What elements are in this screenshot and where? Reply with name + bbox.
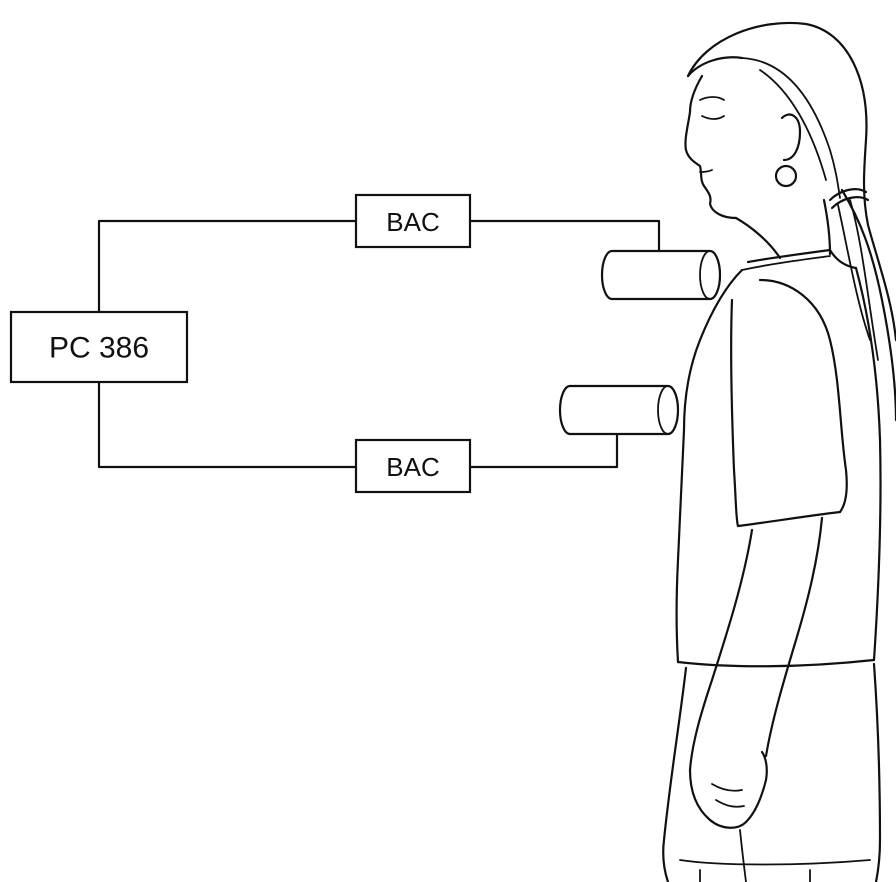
bac-label-upper: BAC (386, 207, 439, 237)
wiring (97, 219, 661, 469)
bac-node-lower: BAC (354, 438, 472, 494)
bac-box-upper (354, 193, 472, 249)
bac-label-lower: BAC (386, 452, 439, 482)
sensor-icon (558, 384, 680, 436)
pc-box (9, 310, 189, 384)
standing-woman-profile-icon (662, 21, 896, 882)
bac-node-upper: BAC (354, 193, 472, 249)
pc-node: PC 386 (9, 310, 189, 384)
sensor-icon (600, 249, 722, 301)
lower-wire (97, 380, 619, 469)
bac-box-lower (354, 438, 472, 494)
upper-wire (97, 219, 661, 314)
pc-label: PC 386 (49, 332, 149, 365)
